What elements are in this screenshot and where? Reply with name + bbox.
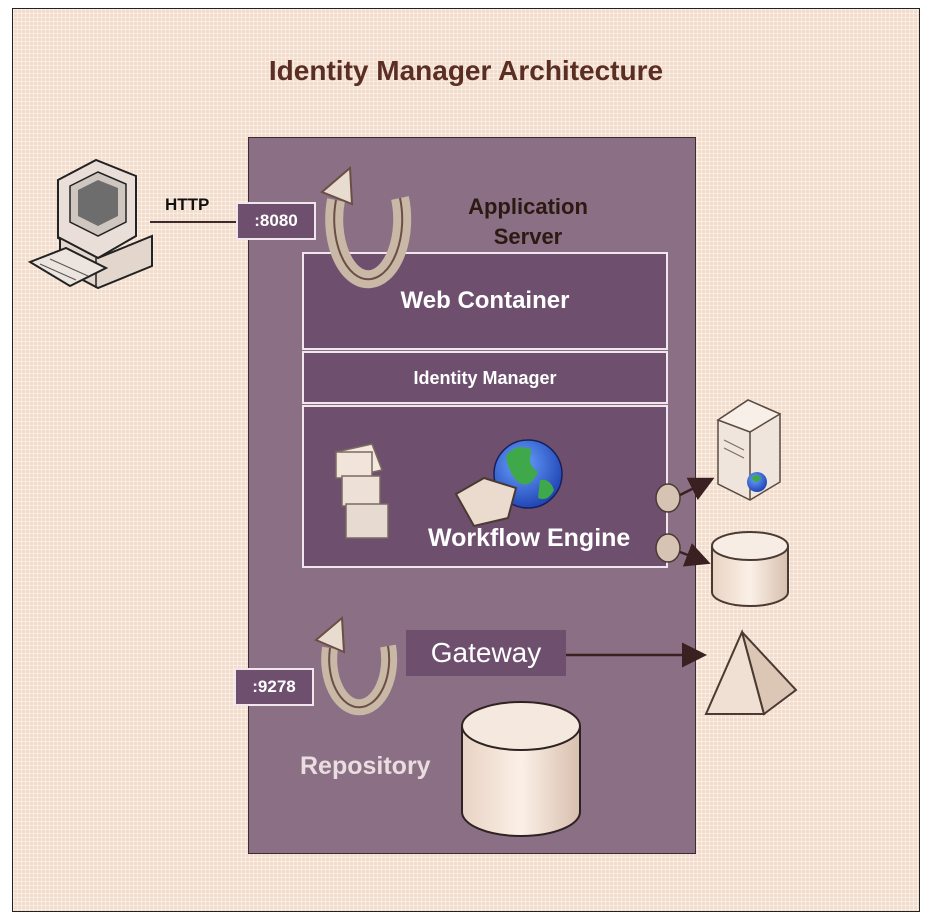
diagram-title: Identity Manager Architecture [268,55,664,86]
application-server-label-line2: Server [493,224,563,249]
port-8080-badge: :8080 [236,202,316,240]
refresh-icon [314,615,398,716]
port-9278-badge: :9278 [234,668,314,706]
application-server-label-line1: Application [468,194,588,219]
web-container-layer: Web Container [302,252,668,350]
connector-port [655,533,681,563]
gateway-box: Gateway [406,630,566,676]
workflow-engine-label: Workflow Engine [428,524,631,552]
computer-icon [27,158,153,290]
application-server-label: Application Server [448,192,608,252]
http-label: HTTP [165,195,210,214]
identity-manager-layer: Identity Manager [302,351,668,404]
repository-database-icon [461,701,581,837]
refresh-icon [320,165,412,289]
arrow-to-server [679,477,715,501]
pyramid-icon [704,628,798,716]
database-icon [711,531,789,607]
document-stack-icon [334,443,389,539]
repository-label: Repository [300,752,431,780]
arrow-to-database [679,543,711,567]
server-icon [716,399,782,501]
globe-icon [454,439,563,528]
connector-port [655,483,681,513]
